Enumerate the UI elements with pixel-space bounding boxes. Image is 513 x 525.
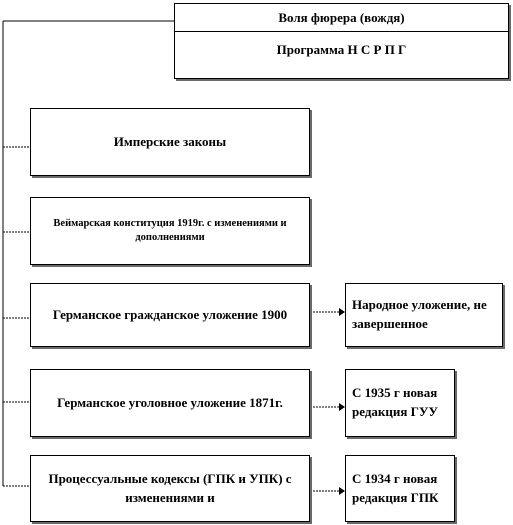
weimar-constitution-box: Веймарская конституция 1919г. с изменени… <box>30 197 310 265</box>
civil-code-box: Германское гражданское уложение 1900 <box>30 283 310 347</box>
criminal-code-label: Германское уголовное уложение 1871г. <box>57 394 283 410</box>
people-code-label: Народное уложение, не завершенное <box>352 297 487 331</box>
arrow-head-5 <box>339 487 345 495</box>
arrow-head-3 <box>339 308 345 316</box>
imperial-laws-box: Имперские законы <box>30 108 310 176</box>
civil-code-label: Германское гражданское уложение 1900 <box>52 306 288 322</box>
fuhrer-will-box: Воля фюрера (вождя) Программа Н С Р П Г <box>174 3 509 79</box>
party-program-label: Программа Н С Р П Г <box>276 42 407 57</box>
people-code-box: Народное уложение, не завершенное <box>345 283 503 347</box>
imperial-laws-label: Имперские законы <box>113 134 227 149</box>
criminal-code-box: Германское уголовное уложение 1871г. <box>30 369 310 437</box>
procedural-codes-label: Процессуальные кодексы (ГПК и УПК) с изм… <box>48 470 292 505</box>
civil-procedure-new-box: С 1934 г новая редакция ГПК <box>345 455 455 522</box>
criminal-code-new-box: С 1935 г новая редакция ГУУ <box>345 369 455 437</box>
weimar-constitution-label: Веймарская конституция 1919г. с изменени… <box>53 217 287 243</box>
criminal-code-new-label: С 1935 г новая редакция ГУУ <box>352 385 439 419</box>
arrow-head-4 <box>339 403 345 411</box>
fuhrer-will-title: Воля фюрера (вождя) <box>175 4 508 32</box>
procedural-codes-box: Процессуальные кодексы (ГПК и УПК) с изм… <box>30 455 310 522</box>
civil-procedure-new-label: С 1934 г новая редакция ГПК <box>352 470 439 505</box>
